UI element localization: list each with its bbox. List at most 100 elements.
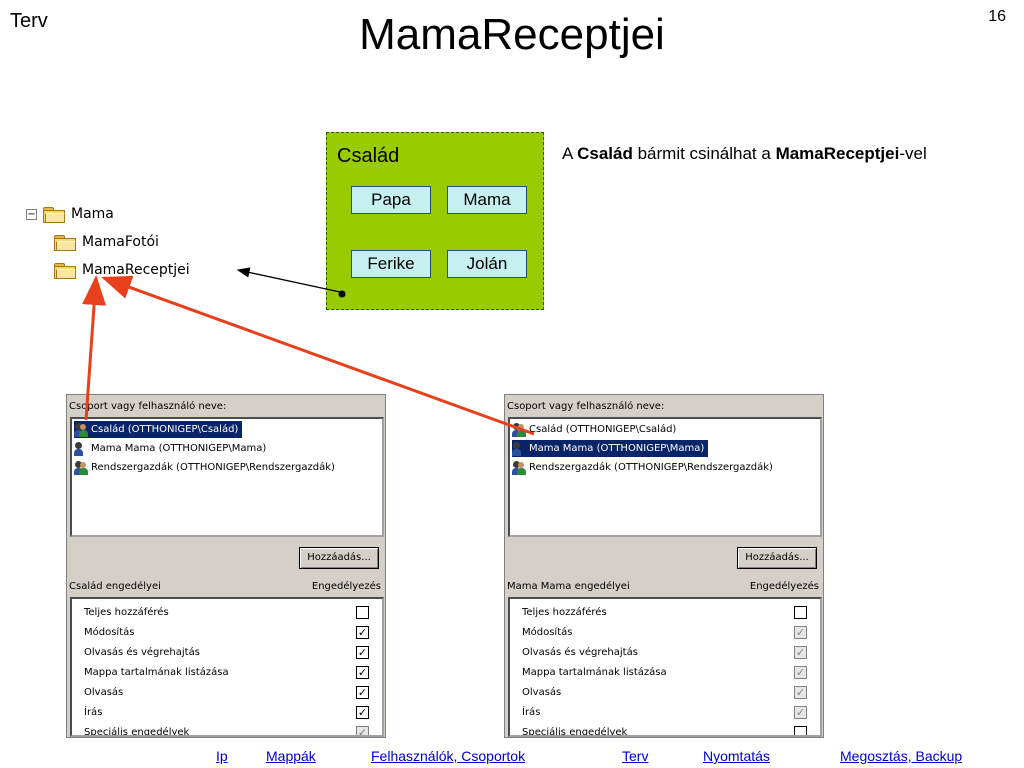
allow-checkbox[interactable]: ✓ xyxy=(356,626,369,639)
users-label: Csoport vagy felhasználó neve: xyxy=(507,401,665,412)
user-row-rendszergazdak[interactable]: Rendszergazdák (OTTHONIGEP\Rendszergazdá… xyxy=(74,459,339,476)
add-button[interactable]: Hozzáadás... xyxy=(737,547,817,569)
user-list[interactable]: Család (OTTHONIGEP\Család) Mama Mama (OT… xyxy=(70,417,384,537)
collapse-icon[interactable]: − xyxy=(26,208,37,220)
user-icon xyxy=(512,441,526,456)
permission-row: Olvasás ✓ xyxy=(84,683,369,702)
permission-row: Mappa tartalmának listázása ✓ xyxy=(84,663,369,682)
user-name: Család (OTTHONIGEP\Család) xyxy=(91,424,239,435)
permissions-column-header: Engedélyezés xyxy=(311,581,381,592)
user-row-csalad[interactable]: Család (OTTHONIGEP\Család) xyxy=(512,421,680,438)
permissions-dialog-family: Csoport vagy felhasználó neve: Család (O… xyxy=(66,394,386,738)
tree-item-mama[interactable]: − Mama xyxy=(26,204,114,224)
permission-label: Mappa tartalmának listázása xyxy=(84,667,229,678)
permission-row: Speciális engedélyek ✓ xyxy=(84,723,369,737)
permission-row: Teljes hozzáférés xyxy=(522,603,807,622)
permissions-list: Teljes hozzáférés Módosítás ✓ Olvasás és … xyxy=(70,597,384,737)
permissions-title: Család engedélyei xyxy=(69,581,161,592)
user-name: Mama Mama (OTTHONIGEP\Mama) xyxy=(91,443,267,454)
permission-label: Olvasás és végrehajtás xyxy=(84,647,200,658)
permission-row: Mappa tartalmának listázása ✓ xyxy=(522,663,807,682)
allow-checkbox[interactable]: ✓ xyxy=(356,706,369,719)
member-papa: Papa xyxy=(351,186,431,214)
group-to-folder-arrow xyxy=(236,267,341,293)
arrow-origin-dot xyxy=(338,290,346,298)
family-permission-arrow xyxy=(82,275,107,421)
desc-group-name: Család xyxy=(577,144,633,163)
permission-row: Módosítás ✓ xyxy=(522,623,807,642)
permission-row: Olvasás✓ xyxy=(522,683,807,702)
footer-link-mappak[interactable]: Mappák xyxy=(266,748,316,764)
permission-row: Írás✓ xyxy=(84,703,369,722)
allow-checkbox[interactable]: ✓ xyxy=(356,666,369,679)
permission-label: Speciális engedélyek xyxy=(522,727,628,737)
folder-icon xyxy=(54,234,76,251)
permission-row: Olvasás és végrehajtás✓ xyxy=(522,643,807,662)
users-label: Csoport vagy felhasználó neve: xyxy=(69,401,227,412)
permission-row: Speciális engedélyek xyxy=(522,723,807,737)
tree-item-label: Mama xyxy=(71,206,114,222)
tree-item-mamafotoi[interactable]: MamaFotói xyxy=(54,232,159,252)
allow-checkbox[interactable]: ✓ xyxy=(794,646,807,659)
desc-suffix: -vel xyxy=(899,144,927,163)
add-button[interactable]: Hozzáadás... xyxy=(299,547,379,569)
allow-checkbox[interactable]: ✓ xyxy=(794,666,807,679)
user-row-mama[interactable]: Mama Mama (OTTHONIGEP\Mama) xyxy=(74,440,270,457)
folder-icon xyxy=(54,262,76,279)
allow-checkbox[interactable] xyxy=(794,726,807,735)
permissions-list: Teljes hozzáférés Módosítás ✓ Olvasás és … xyxy=(508,597,822,737)
tree-item-label: MamaReceptjei xyxy=(82,262,190,278)
permission-row: Olvasás és végrehajtás ✓ xyxy=(84,643,369,662)
permission-label: Írás xyxy=(522,707,541,718)
footer-link-terv[interactable]: Terv xyxy=(622,748,649,764)
family-group-box: Család Papa Mama Ferike Jolán xyxy=(326,132,544,310)
member-mama: Mama xyxy=(447,186,527,214)
user-row-mama[interactable]: Mama Mama (OTTHONIGEP\Mama) xyxy=(512,440,709,457)
user-row-csalad[interactable]: Család (OTTHONIGEP\Család) xyxy=(74,421,243,438)
allow-checkbox[interactable]: ✓ xyxy=(794,686,807,699)
permission-label: Teljes hozzáférés xyxy=(84,607,169,618)
user-name: Család (OTTHONIGEP\Család) xyxy=(529,424,677,435)
permission-row: Teljes hozzáférés xyxy=(84,603,369,622)
desc-folder-name: MamaReceptjei xyxy=(775,144,900,163)
allow-checkbox[interactable]: ✓ xyxy=(356,726,369,737)
permission-label: Speciális engedélyek xyxy=(84,727,190,737)
permissions-dialog-mama: Csoport vagy felhasználó neve: Család (O… xyxy=(504,394,824,738)
group-icon xyxy=(74,422,88,437)
permission-label: Módosítás xyxy=(84,627,135,638)
permission-label: Mappa tartalmának listázása xyxy=(522,667,667,678)
footer-link-ip[interactable]: Ip xyxy=(216,748,228,764)
allow-checkbox[interactable] xyxy=(794,606,807,619)
corner-label: Terv xyxy=(10,10,48,32)
group-icon xyxy=(74,460,88,475)
user-name: Rendszergazdák (OTTHONIGEP\Rendszergazdá… xyxy=(529,462,773,473)
user-row-rendszergazdak[interactable]: Rendszergazdák (OTTHONIGEP\Rendszergazdá… xyxy=(512,459,777,476)
footer-link-felhasznalok[interactable]: Felhasználók, Csoportok xyxy=(371,748,526,764)
allow-checkbox[interactable]: ✓ xyxy=(794,626,807,639)
permission-label: Módosítás xyxy=(522,627,573,638)
footer-link-megosztas[interactable]: Megosztás, Backup xyxy=(840,748,963,764)
group-icon xyxy=(512,422,526,437)
desc-middle: bármit csinálhat a xyxy=(632,144,776,163)
footer-link-nyomtatas[interactable]: Nyomtatás xyxy=(703,748,770,764)
user-name: Rendszergazdák (OTTHONIGEP\Rendszergazdá… xyxy=(91,462,335,473)
group-label: Család xyxy=(337,145,400,167)
mama-permission-arrow xyxy=(101,275,535,436)
desc-prefix: A xyxy=(562,144,578,163)
permissions-title: Mama Mama engedélyei xyxy=(507,581,630,592)
permission-row: Módosítás ✓ xyxy=(84,623,369,642)
group-icon xyxy=(512,460,526,475)
allow-checkbox[interactable]: ✓ xyxy=(356,646,369,659)
member-ferike: Ferike xyxy=(351,250,431,278)
description-text: A Család bármit csinálhat a MamaReceptje… xyxy=(562,144,927,164)
permission-label: Olvasás xyxy=(84,687,124,698)
slide-title: MamaReceptjei xyxy=(359,10,665,59)
allow-checkbox[interactable] xyxy=(356,606,369,619)
user-list[interactable]: Család (OTTHONIGEP\Család) Mama Mama (OT… xyxy=(508,417,822,537)
tree-item-mamareceptjei[interactable]: MamaReceptjei xyxy=(54,260,190,280)
allow-checkbox[interactable]: ✓ xyxy=(794,706,807,719)
slide-number: 16 xyxy=(988,8,1006,25)
permission-row: Írás ✓ xyxy=(522,703,807,722)
allow-checkbox[interactable]: ✓ xyxy=(356,686,369,699)
